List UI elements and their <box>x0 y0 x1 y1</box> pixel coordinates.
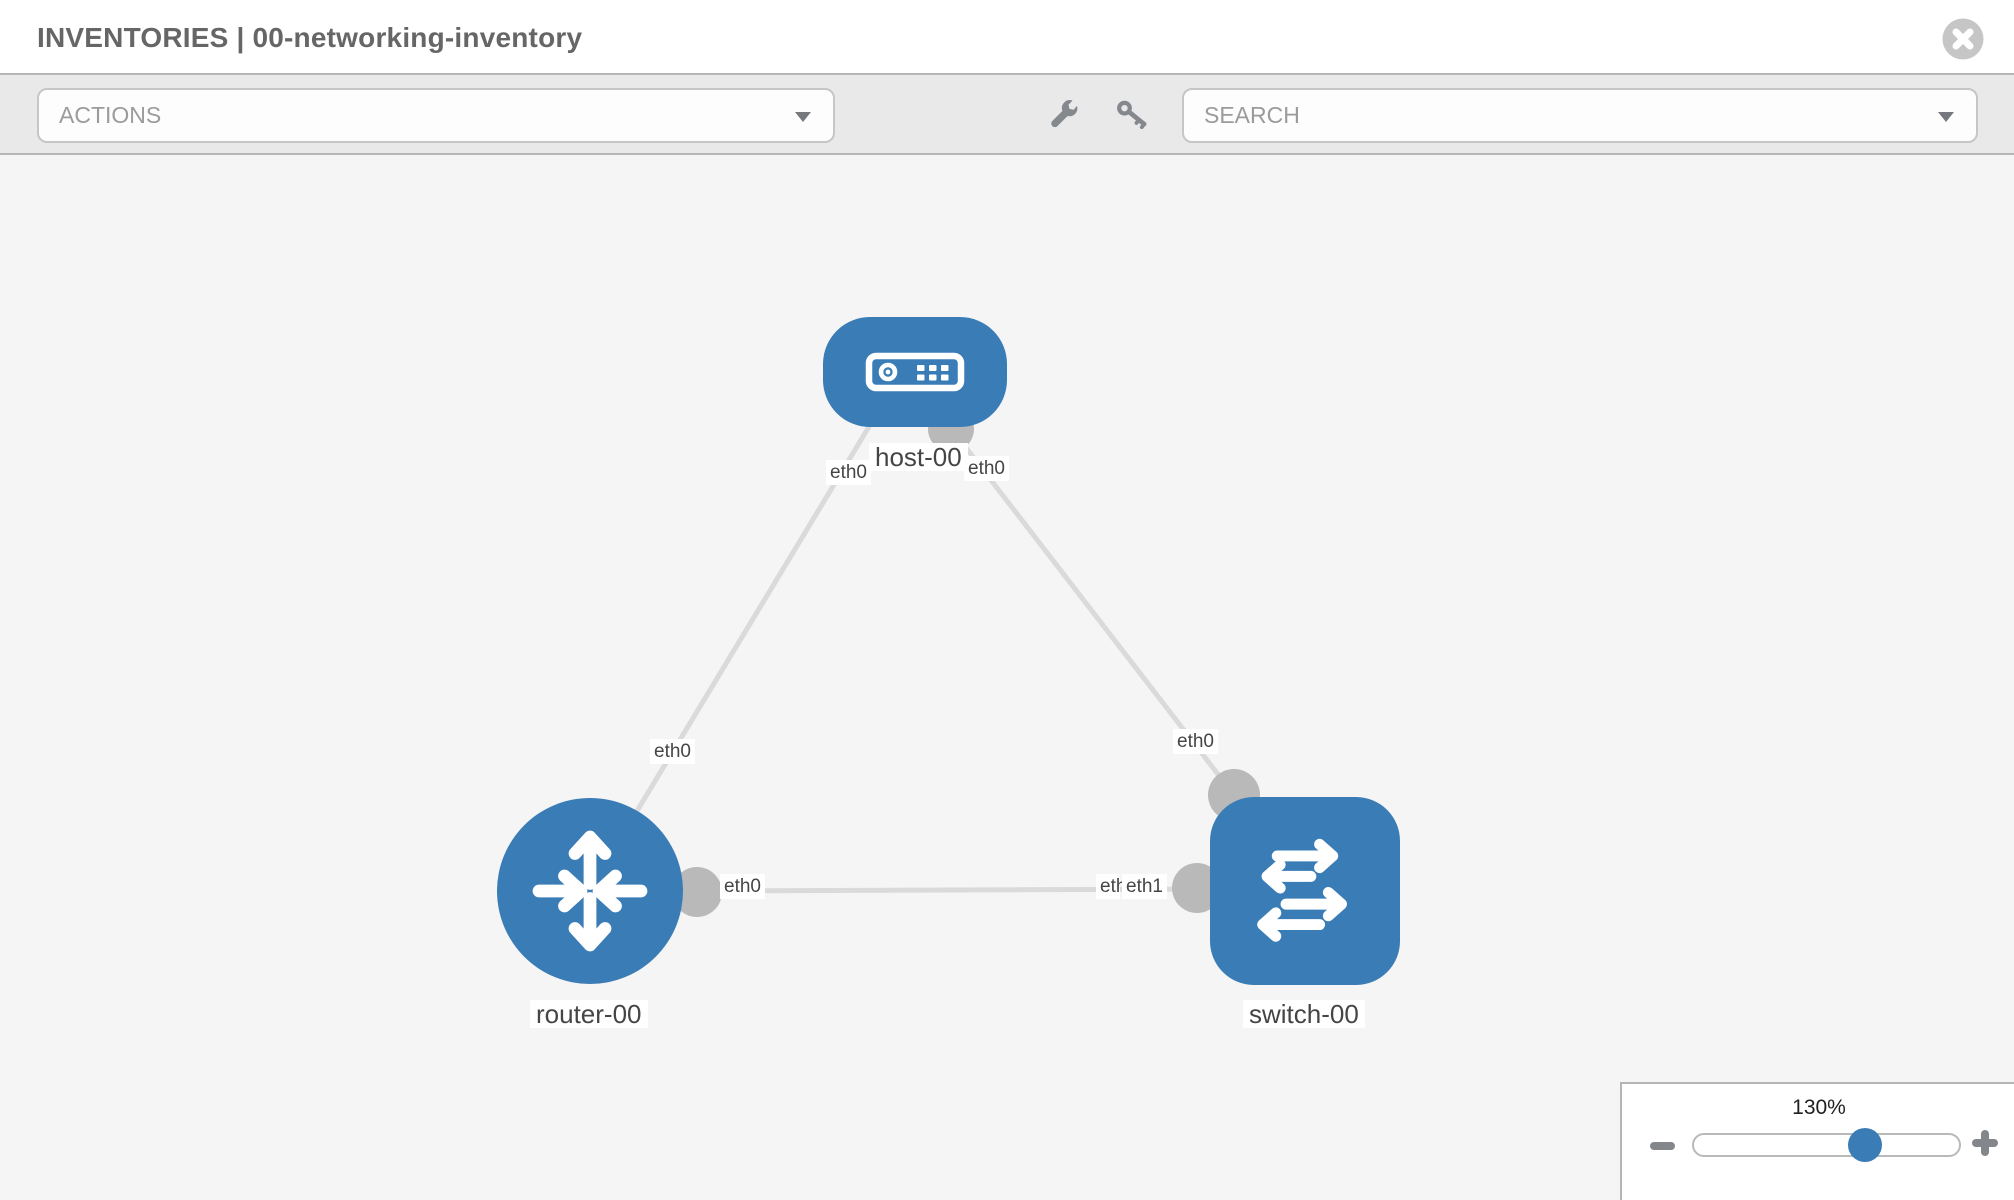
zoom-in-button[interactable] <box>1972 1130 1998 1156</box>
configure-button[interactable] <box>1048 99 1078 136</box>
links <box>634 423 1236 894</box>
node-label-host-00: host-00 <box>869 443 968 471</box>
node-host-00[interactable] <box>823 317 1007 427</box>
iface-label-host-eth0-to-switch: eth0 <box>964 456 1009 481</box>
chevron-down-icon <box>795 111 811 122</box>
actions-dropdown[interactable]: ACTIONS <box>37 88 835 143</box>
connection-points <box>672 406 1260 917</box>
server-icon <box>865 352 965 392</box>
header: INVENTORIES | 00-networking-inventory <box>0 0 2014 73</box>
iface-label-switch-eth1-to-router: eth1 <box>1122 874 1167 899</box>
switch-arrows-icon <box>1257 838 1347 942</box>
close-button[interactable] <box>1942 18 1984 60</box>
minus-icon <box>1650 1142 1675 1150</box>
zoom-level-value: 130% <box>1792 1096 1846 1119</box>
close-icon <box>1942 18 1984 60</box>
zoom-out-button[interactable] <box>1650 1136 1675 1156</box>
zoom-slider-handle[interactable] <box>1848 1128 1882 1162</box>
router-arrows-icon <box>532 830 648 952</box>
wrench-icon <box>1051 100 1078 128</box>
iface-label-host-eth0-to-router: eth0 <box>826 460 871 485</box>
iface-label-switch-back-overlapped: eth0 <box>1096 874 1137 899</box>
iface-label-router-eth0-to-host: eth0 <box>650 739 695 764</box>
iface-label-router-eth0-to-switch: eth0 <box>720 874 765 899</box>
zoom-slider-track[interactable] <box>1692 1133 1961 1157</box>
search-field[interactable] <box>1182 88 1978 143</box>
toolbar: ACTIONS <box>0 73 2014 155</box>
topology-canvas[interactable]: host-00 router-00 switch-00 eth0 eth0 et… <box>0 155 2014 1200</box>
key-icon <box>1117 100 1147 130</box>
actions-dropdown-label: ACTIONS <box>59 102 162 128</box>
node-label-switch-00: switch-00 <box>1243 1000 1365 1028</box>
search-input[interactable] <box>1204 102 1956 129</box>
node-router-00[interactable] <box>497 798 683 984</box>
node-switch-00[interactable] <box>1210 797 1400 985</box>
topology-graph <box>634 406 1260 917</box>
node-label-router-00: router-00 <box>530 1000 648 1028</box>
iface-label-switch-eth0-to-host: eth0 <box>1173 729 1218 754</box>
credentials-button[interactable] <box>1116 99 1150 134</box>
page-title: INVENTORIES | 00-networking-inventory <box>37 22 583 53</box>
zoom-panel: 130% <box>1620 1082 2014 1200</box>
connector-switch-left <box>1172 863 1222 913</box>
connector-router-right <box>672 867 722 917</box>
chevron-down-icon <box>1938 111 1954 122</box>
